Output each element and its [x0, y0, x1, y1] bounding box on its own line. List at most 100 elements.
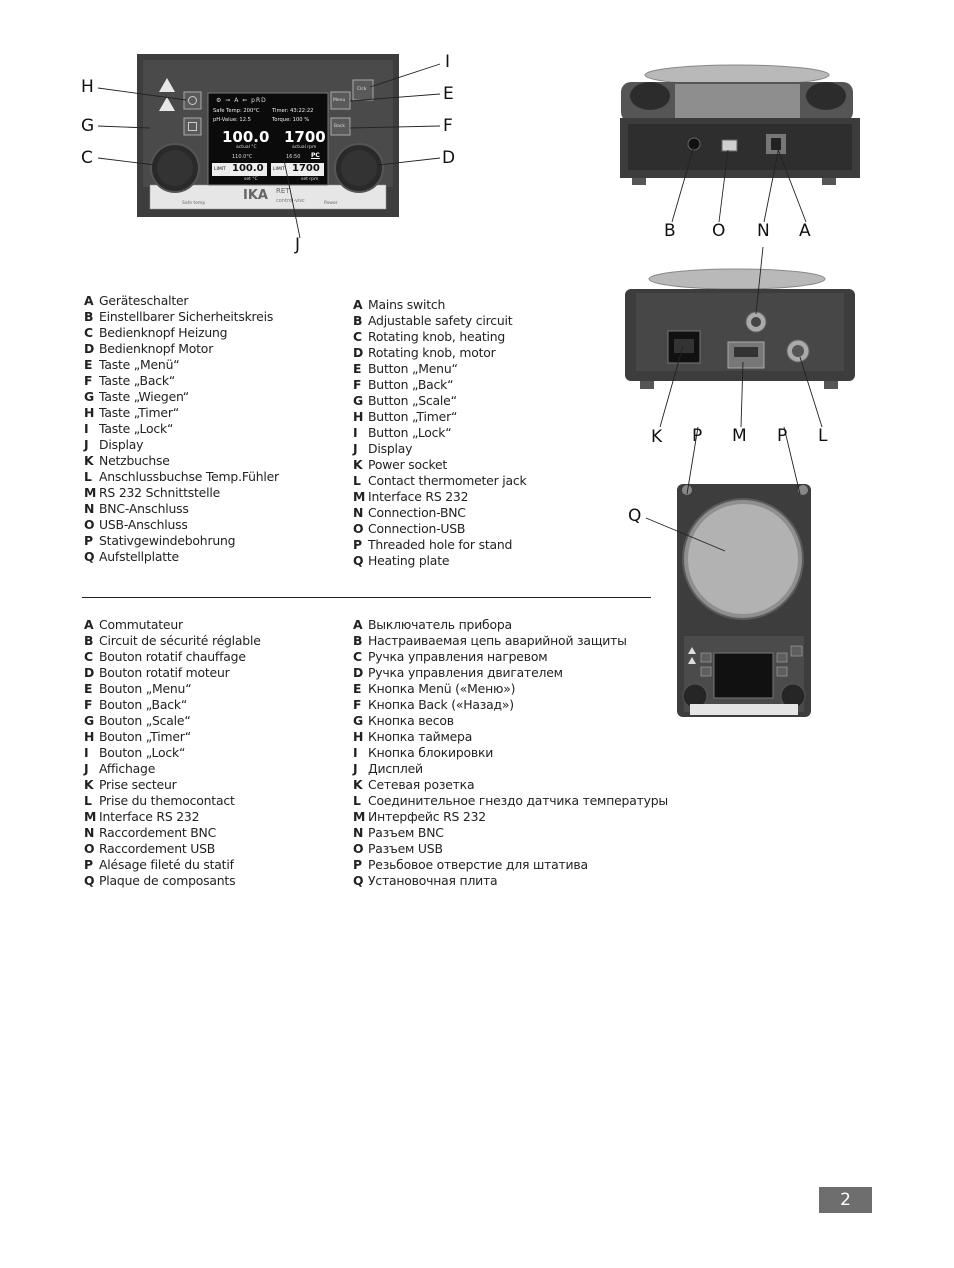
- legend-key: G: [353, 393, 363, 408]
- legend-text: Geräteschalter: [99, 293, 189, 308]
- menu-button[interactable]: [330, 91, 351, 110]
- legend-text: Разъем BNC: [368, 825, 444, 840]
- legend-text: Display: [99, 437, 144, 452]
- legend-key: D: [353, 665, 364, 680]
- callout-n: N: [757, 221, 770, 241]
- callout-h: H: [81, 77, 94, 97]
- legend-key: E: [353, 361, 362, 376]
- callout-q: Q: [628, 506, 642, 526]
- legend-key: G: [84, 389, 94, 404]
- legend-key: D: [84, 341, 95, 356]
- display-limit-temp: 100.0: [232, 163, 264, 174]
- legend-text: Соединительное гнездо датчика температур…: [368, 793, 668, 808]
- legend-text: Stativgewindebohrung: [99, 533, 236, 548]
- legend-text: Резьбовое отверстие для штатива: [368, 857, 588, 872]
- legend-key: A: [353, 297, 363, 312]
- display-limit-speed-unit: set rpm: [301, 177, 319, 182]
- legend-key: K: [353, 777, 363, 792]
- legend-text: Interface RS 232: [99, 809, 200, 824]
- legend-text: Дисплей: [368, 761, 423, 776]
- callout-p-right: P: [777, 426, 788, 446]
- legend-key: J: [84, 761, 89, 776]
- display-speed-unit: actual rpm: [292, 145, 317, 150]
- legend-text: Raccordement USB: [99, 841, 216, 856]
- legend-key: Q: [84, 549, 95, 564]
- legend-text: Button „Lock“: [368, 425, 452, 440]
- legend-text: Rotating knob, heating: [368, 329, 506, 344]
- legend-text: Bedienknopf Heizung: [99, 325, 228, 340]
- panel-label-left: Safe temp: [182, 201, 206, 206]
- back-button[interactable]: [330, 117, 351, 136]
- legend-text: Кнопка Back («Назад»): [368, 697, 514, 712]
- legend-key: E: [353, 681, 362, 696]
- variant-label: control-visc: [276, 198, 305, 204]
- legend-text: RS 232 Schnittstelle: [99, 485, 220, 500]
- legend-text: Einstellbarer Sicherheitskreis: [99, 309, 274, 324]
- legend-key: M: [84, 809, 97, 824]
- legend-key: J: [353, 761, 358, 776]
- legend-key: M: [84, 485, 97, 500]
- callout-c: C: [81, 148, 93, 168]
- legend-key: C: [353, 649, 362, 664]
- legend-key: L: [353, 793, 361, 808]
- panel-label-right: Power: [324, 201, 338, 206]
- display-pc-label: PC: [311, 152, 320, 159]
- legend-key: F: [353, 377, 362, 392]
- legend-key: O: [84, 841, 95, 856]
- legend-key: A: [353, 617, 363, 632]
- legend-text: Настраиваемая цепь аварийной защиты: [368, 633, 627, 648]
- legend-text: Ручка управления нагревом: [368, 649, 548, 664]
- legend-key: Q: [84, 873, 95, 888]
- display-temp-sub: 110.0°C: [232, 154, 253, 160]
- page-number: 2: [819, 1187, 872, 1213]
- legend-key: B: [84, 309, 94, 324]
- legend-key: N: [84, 825, 95, 840]
- legend-item: N Raccordement BNC: [84, 825, 261, 841]
- legend-key: O: [84, 517, 95, 532]
- legend-key: L: [84, 469, 92, 484]
- legend-key: H: [353, 409, 364, 424]
- callout-p-left: P: [692, 426, 703, 446]
- legend-key: M: [353, 489, 366, 504]
- legend-text: BNC-Anschluss: [99, 501, 189, 516]
- legend-key: H: [84, 405, 95, 420]
- legend-text: Button „Menu“: [368, 361, 458, 376]
- callout-f: F: [443, 116, 453, 136]
- legend-key: D: [84, 665, 95, 680]
- legend-key: A: [84, 617, 94, 632]
- brand-logo: IKA: [243, 188, 268, 203]
- legend-text: Rotating knob, motor: [368, 345, 496, 360]
- callout-i: I: [445, 52, 451, 72]
- legend-text: Mains switch: [368, 297, 446, 312]
- legend-text: Raccordement BNC: [99, 825, 217, 840]
- callout-o: O: [712, 221, 726, 241]
- legend-text: Taste „Timer“: [99, 405, 179, 420]
- timer-button[interactable]: [183, 91, 202, 110]
- legend-text: Button „Scale“: [368, 393, 457, 408]
- legend-text: Кнопка блокировки: [368, 745, 494, 760]
- callout-l: L: [818, 426, 828, 446]
- legend-text: Prise secteur: [99, 777, 177, 792]
